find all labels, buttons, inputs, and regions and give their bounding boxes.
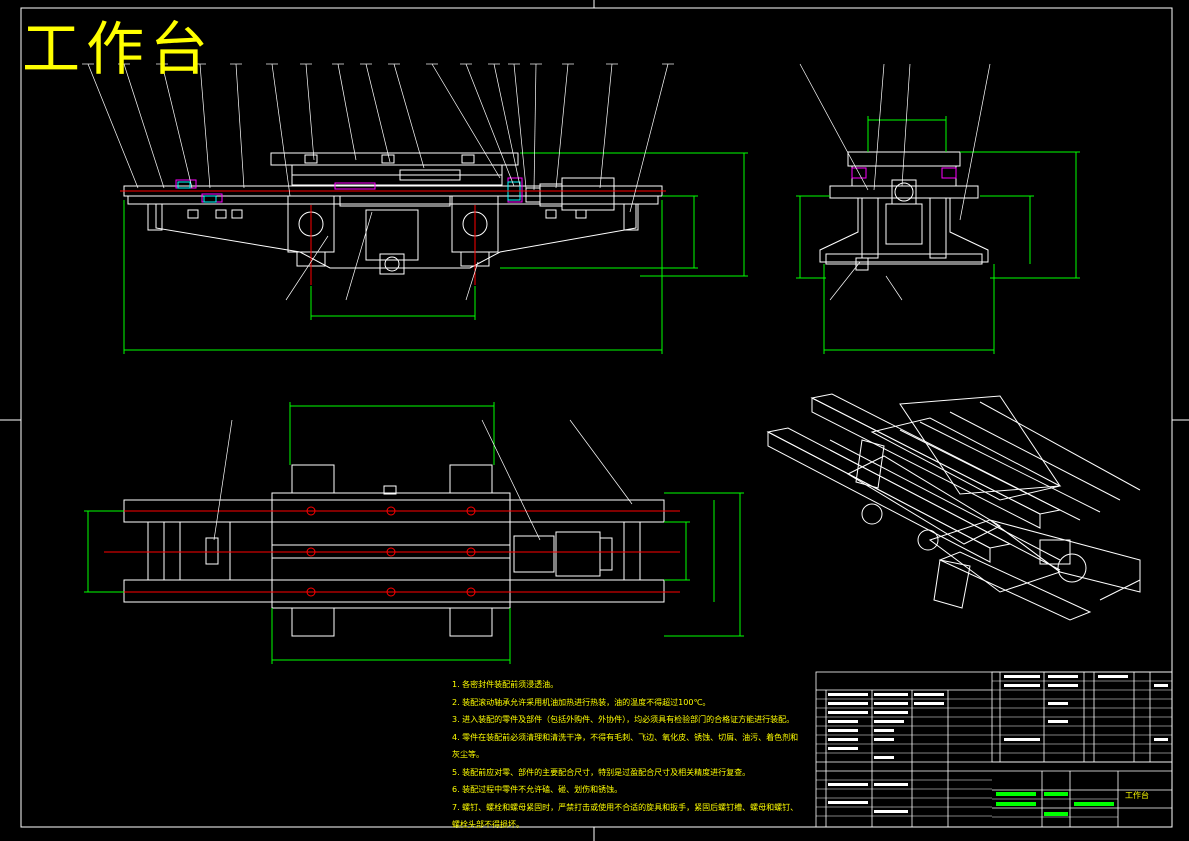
top-view-dimensions	[84, 402, 744, 664]
requirement-line: 4. 零件在装配前必须清理和清洗干净，不得有毛刺、飞边、氧化皮、锈蚀、切屑、油污…	[452, 732, 799, 742]
side-view-leaders	[799, 63, 991, 301]
requirement-line: 5. 装配前应对零、部件的主要配合尺寸，特别是过盈配合尺寸及相关精度进行复查。	[452, 767, 751, 777]
title-block-green	[996, 792, 1114, 816]
requirement-line: 灰尘等。	[452, 750, 484, 759]
top-view-centerlines	[104, 510, 680, 593]
requirement-line: 1. 各密封件装配前须浸透油。	[452, 680, 559, 689]
title-block-rows	[816, 680, 1172, 818]
isometric-view	[766, 393, 1141, 621]
front-view-dimensions	[123, 152, 748, 354]
top-view-leaders	[213, 419, 633, 541]
requirement-line: 螺栓头部不得损坏。	[452, 820, 524, 829]
front-view-hatch	[175, 177, 523, 203]
requirement-line: 7. 螺钉、螺栓和螺母紧固时，严禁打击或使用不合适的旋具和扳手，紧固后螺钉槽、螺…	[452, 802, 799, 812]
side-view-hatch	[851, 167, 957, 179]
technical-requirements: 1. 各密封件装配前须浸透油。 2. 装配滚动轴承允许采用机油加热进行热装，油的…	[452, 676, 799, 834]
side-view-dimensions	[796, 116, 1080, 354]
requirement-line: 2. 装配滚动轴承允许采用机油加热进行热装，油的温度不得超过100℃。	[452, 697, 711, 707]
top-view	[123, 464, 665, 637]
drawing-title: 工作台	[22, 15, 215, 83]
front-view	[123, 152, 663, 275]
title-block	[815, 671, 1173, 828]
side-view	[819, 151, 989, 271]
front-view-leaders	[87, 63, 669, 301]
requirement-line: 3. 进入装配的零件及部件（包括外购件、外协件），均必须具有检验部门的合格证方能…	[452, 715, 795, 724]
title-block-fills	[828, 675, 1168, 813]
requirement-line: 6. 装配过程中零件不允许磕、碰、划伤和锈蚀。	[452, 785, 623, 794]
title-block-drawing-name: 工作台	[1125, 791, 1149, 800]
